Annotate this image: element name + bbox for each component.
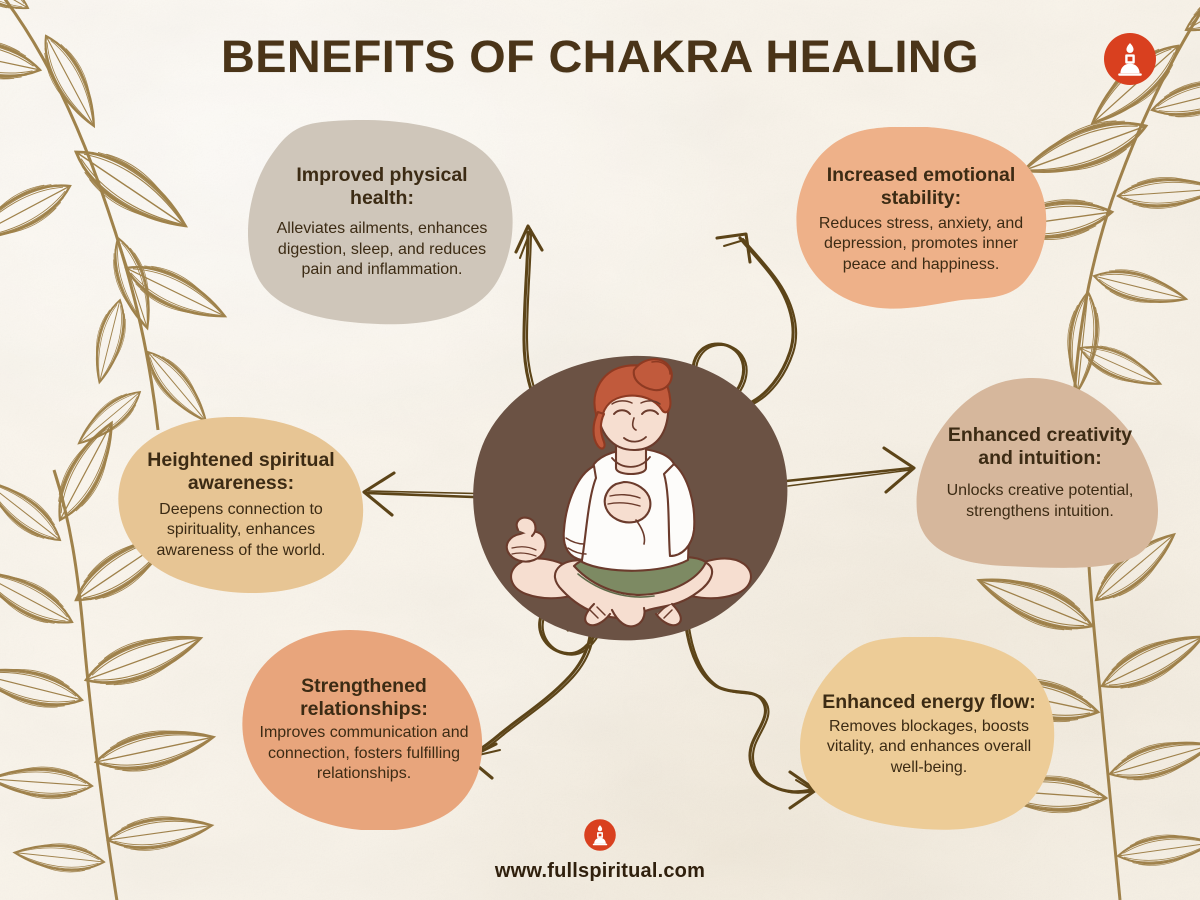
card-title: Heightened spiritual awareness: (147, 448, 335, 494)
brand-logo-top[interactable] (1102, 31, 1158, 87)
card-text: Strengthened relationships: Improves com… (240, 675, 488, 785)
card-blob-shape (248, 120, 513, 325)
woman-figure (505, 358, 753, 628)
card-blob-shape (796, 127, 1047, 309)
card-body: Unlocks creative potential, strengthens … (946, 482, 1134, 520)
logo-circle (584, 819, 616, 851)
benefit-card-improved-physical-health[interactable]: Improved physical health: Alleviates ail… (248, 120, 516, 325)
brand-logo-footer[interactable] (583, 818, 617, 852)
meditation-lamp-icon (592, 825, 608, 846)
card-text: Enhanced energy flow: Removes blockages,… (800, 691, 1058, 779)
benefit-card-enhanced-creativity-and-intuition[interactable]: Enhanced creativity and intuition: Unloc… (915, 378, 1165, 568)
card-blob-shape (242, 630, 483, 830)
card-blob-shape (800, 637, 1055, 830)
card-title: Enhanced creativity and intuition: (947, 424, 1133, 469)
leaf-branch-bottom-left (0, 413, 219, 900)
benefit-card-heightened-spiritual-awareness[interactable]: Heightened spiritual awareness: Deepens … (115, 417, 367, 593)
leaf-branch-top-left (0, 0, 234, 454)
card-blob-shape (916, 378, 1158, 568)
leaf-branch-top-right (984, 0, 1200, 401)
benefit-card-enhanced-energy-flow[interactable]: Enhanced energy flow: Removes blockages,… (800, 637, 1058, 832)
page-title: BENEFITS OF CHAKRA HEALING (221, 31, 979, 82)
card-text: Enhanced creativity and intuition: Unloc… (915, 424, 1165, 522)
logo-circle (1104, 33, 1156, 85)
card-text: Increased emotional stability: Reduces s… (795, 164, 1047, 276)
card-title: Enhanced energy flow: (822, 690, 1036, 713)
arrow-to-energy-flow (684, 624, 818, 810)
footer: www.fullspiritual.com (0, 818, 1200, 883)
benefit-card-increased-emotional-stability[interactable]: Increased emotional stability: Reduces s… (795, 127, 1047, 312)
card-title: Improved physical health: (296, 164, 468, 210)
card-blob-shape (118, 417, 364, 593)
card-text: Heightened spiritual awareness: Deepens … (115, 449, 367, 562)
card-body: Reduces stress, anxiety, and depression,… (818, 214, 1024, 273)
card-text: Improved physical health: Alleviates ail… (248, 164, 516, 281)
card-title: Strengthened relationships: (300, 675, 428, 721)
card-title: Increased emotional stability: (826, 163, 1016, 209)
meditation-lamp-icon (1118, 43, 1142, 76)
card-body: Removes blockages, boosts vitality, and … (826, 717, 1032, 776)
website-url[interactable]: www.fullspiritual.com (494, 860, 706, 882)
benefit-card-strengthened-relationships[interactable]: Strengthened relationships: Improves com… (240, 630, 488, 830)
arrow-to-creativity (784, 446, 916, 494)
card-body: Deepens connection to spirituality, enha… (156, 500, 326, 559)
meditating-woman-illustration (473, 355, 788, 641)
card-body: Alleviates ailments, enhances digestion,… (276, 220, 488, 279)
card-body: Improves communication and connection, f… (259, 724, 469, 783)
